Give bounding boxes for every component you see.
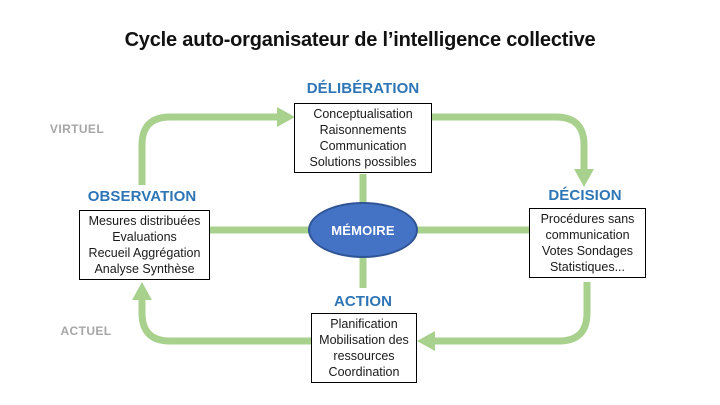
memory-ellipse: MÉMOIRE — [308, 202, 418, 258]
node-box-observation: Mesures distribuées Evaluations Recueil … — [79, 210, 210, 280]
arrowhead-right-icon — [277, 107, 295, 127]
observation-item: Recueil Aggrégation — [88, 246, 201, 260]
decision-item: Votes Sondages — [541, 244, 634, 258]
node-label-deliberation: DÉLIBÉRATION — [306, 80, 420, 97]
node-box-decision: Procédures sans communication Votes Sond… — [529, 208, 646, 278]
phase-label-virtuel: VIRTUEL — [49, 122, 105, 136]
arrowhead-left-icon — [417, 331, 435, 351]
arrow-decision-to-action — [434, 282, 591, 345]
action-item: Planification — [330, 317, 398, 331]
node-label-observation: OBSERVATION — [87, 188, 197, 205]
observation-item: Mesures distribuées — [88, 214, 201, 228]
decision-item: Statistiques... — [549, 260, 626, 274]
arrow-deliberation-to-decision — [432, 113, 588, 169]
deliberation-item: Conceptualisation — [313, 107, 413, 121]
decision-item: communication — [545, 228, 630, 242]
decision-item: Procédures sans — [540, 212, 635, 226]
action-item: Coordination — [328, 365, 400, 379]
node-label-action: ACTION — [333, 293, 393, 310]
action-item: ressources — [333, 349, 395, 363]
arrowhead-down-icon — [574, 169, 594, 187]
node-box-deliberation: Conceptualisation Raisonnements Communic… — [294, 103, 432, 173]
page-title: Cycle auto-organisateur de l’intelligenc… — [124, 29, 596, 51]
phase-label-actuel: ACTUEL — [60, 324, 112, 338]
arrowhead-up-icon — [132, 282, 152, 300]
arrow-action-to-observation — [138, 299, 311, 345]
deliberation-item: Communication — [319, 139, 407, 153]
action-item: Mobilisation des — [319, 333, 409, 347]
deliberation-item: Solutions possibles — [309, 155, 417, 169]
observation-item: Analyse Synthèse — [94, 262, 195, 276]
observation-item: Evaluations — [112, 230, 177, 244]
arrow-observation-to-deliberation — [138, 113, 278, 185]
node-label-decision: DÉCISION — [548, 187, 622, 204]
node-box-action: Planification Mobilisation des ressource… — [311, 313, 417, 383]
memory-label: MÉMOIRE — [331, 222, 395, 238]
deliberation-item: Raisonnements — [319, 123, 407, 137]
